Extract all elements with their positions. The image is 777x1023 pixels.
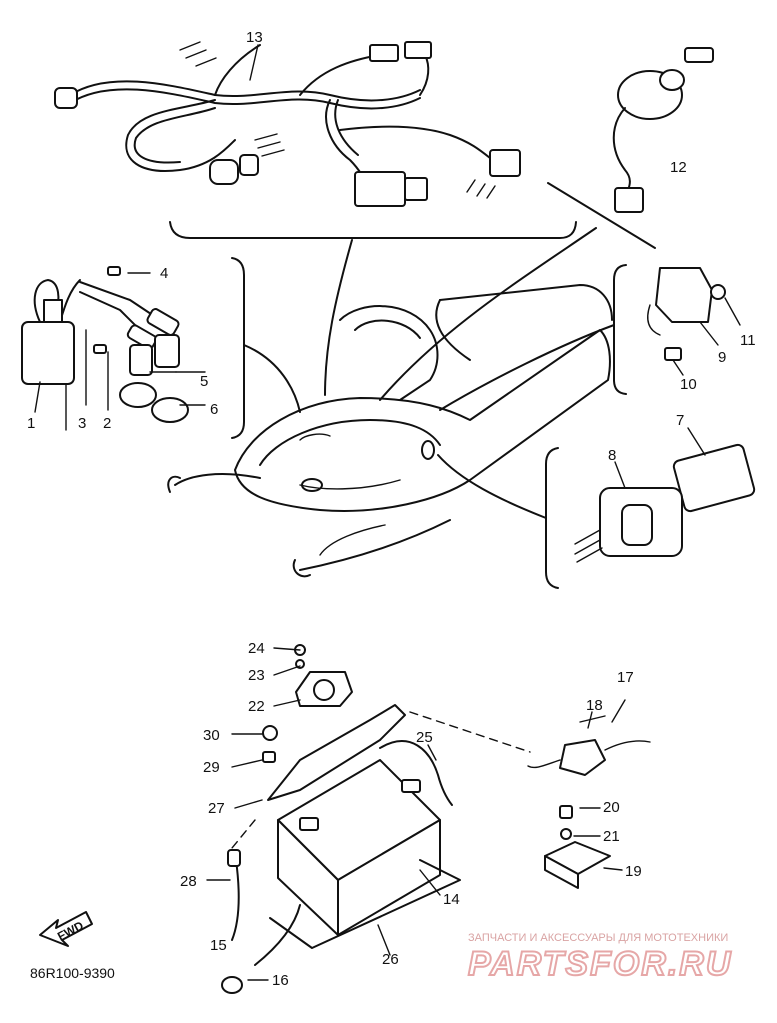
right-top-bracket <box>613 264 627 395</box>
plug-caps <box>79 281 180 376</box>
pointer-harness-sled-right <box>379 227 597 401</box>
watermark: ЗАПЧАСТИ И АКСЕССУАРЫ ДЛЯ МОТОТЕХНИКИ PA… <box>467 932 732 984</box>
label-24: 24 <box>248 640 265 657</box>
label-4: 4 <box>160 265 168 282</box>
label-3: 3 <box>78 415 86 432</box>
small-bolts <box>85 266 121 406</box>
label-25: 25 <box>416 729 433 746</box>
pointer-12 <box>547 182 656 249</box>
wire-harness <box>54 41 521 207</box>
label-8: 8 <box>608 447 616 464</box>
dashed-leader <box>409 711 531 753</box>
label-30: 30 <box>203 727 220 744</box>
label-21: 21 <box>603 828 620 845</box>
left-bracket <box>231 257 245 439</box>
cdi-unit <box>574 443 756 563</box>
label-1: 1 <box>27 415 35 432</box>
label-19: 19 <box>625 863 642 880</box>
label-13: 13 <box>246 29 263 46</box>
label-16: 16 <box>272 972 289 989</box>
label-17: 17 <box>617 669 634 686</box>
watermark-caption: ЗАПЧАСТИ И АКСЕССУАРЫ ДЛЯ МОТОТЕХНИКИ <box>468 932 728 944</box>
label-14: 14 <box>443 891 460 908</box>
pointer-harness-sled-left <box>324 239 353 396</box>
label-23: 23 <box>248 667 265 684</box>
battery-cable <box>221 740 453 994</box>
pointer-right-mid <box>437 454 547 519</box>
battery-band <box>267 704 406 801</box>
label-5: 5 <box>200 373 208 390</box>
pointer-left-to-sled <box>243 344 301 413</box>
rectifier-block <box>544 805 611 889</box>
label-20: 20 <box>603 799 620 816</box>
label-28: 28 <box>180 873 197 890</box>
watermark-brand: PARTSFOR.RU <box>468 945 732 983</box>
main-switch <box>612 47 714 213</box>
battery-tray <box>269 859 461 949</box>
label-27: 27 <box>208 800 225 817</box>
snowmobile-body <box>167 284 613 578</box>
label-11: 11 <box>740 332 756 349</box>
label-29: 29 <box>203 759 220 776</box>
label-18: 18 <box>586 697 603 714</box>
label-22: 22 <box>248 698 265 715</box>
right-mid-bracket <box>545 447 559 589</box>
label-7: 7 <box>676 412 684 429</box>
label-10: 10 <box>680 376 697 393</box>
spark-plug-covers <box>119 382 189 423</box>
leader-lines <box>34 272 741 981</box>
ignition-coil <box>21 279 81 431</box>
label-26: 26 <box>382 951 399 968</box>
label-15: 15 <box>210 937 227 954</box>
pointer-right-top <box>439 324 615 411</box>
battery <box>277 759 441 936</box>
part-labels: 1 2 3 4 5 6 7 8 9 10 11 12 13 14 15 16 1… <box>27 29 756 989</box>
fuse-holder <box>527 715 651 776</box>
starter-relay <box>262 644 353 763</box>
label-9: 9 <box>718 349 726 366</box>
harness-bracket <box>169 221 577 239</box>
fwd-arrow: FWD <box>39 911 93 947</box>
dashed-leader-2 <box>231 819 256 849</box>
diagram-code: 86R100-9390 <box>30 965 115 981</box>
label-6: 6 <box>210 401 218 418</box>
leader-13 <box>249 44 259 81</box>
label-2: 2 <box>103 415 111 432</box>
rectifier-regulator <box>647 267 726 361</box>
label-12: 12 <box>670 159 687 176</box>
